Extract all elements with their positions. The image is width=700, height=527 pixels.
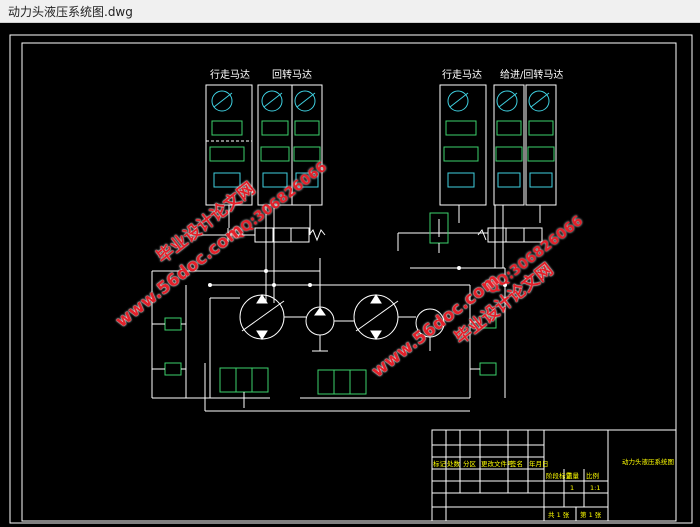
tb-label-change-doc: 更改文件号	[481, 459, 514, 468]
main-pump-right	[353, 294, 399, 340]
hydraulic-schematic: 行走马达 回转马达 行走马达 给进/回转马达	[9, 34, 693, 524]
motor-unit-left-1	[205, 84, 253, 206]
motor-unit-left-3	[291, 84, 323, 206]
label-left-feed-motor: 行走马达	[210, 68, 250, 81]
motor-unit-right-3	[525, 84, 557, 206]
main-pump-left	[239, 294, 285, 340]
pump-small-left	[305, 306, 335, 352]
tb-label-count: 处数	[447, 459, 461, 468]
tb-scale-value: 1:1	[590, 484, 600, 492]
tb-label-stage: 阶段标记	[546, 471, 573, 480]
label-right-feed-motor: 行走马达	[442, 68, 482, 81]
control-valve-bottom-left	[219, 367, 269, 408]
tb-label-scale: 比例	[586, 471, 599, 480]
drawing-border	[21, 42, 677, 522]
tb-label-date: 年月日	[529, 459, 549, 468]
motor-unit-left-2	[257, 84, 293, 206]
cad-viewport[interactable]: 行走马达 回转马达 行走马达 给进/回转马达	[0, 23, 700, 527]
title-block	[431, 429, 677, 522]
label-right-other-motor: 给进/回转马达	[500, 68, 563, 81]
window-titlebar: 动力头液压系统图.dwg	[0, 0, 700, 23]
side-valves-left	[152, 317, 186, 376]
pump-small-right	[415, 308, 445, 351]
tb-drawing-name: 动力头液压系统图	[622, 457, 674, 466]
side-valves-right	[470, 315, 497, 376]
motor-unit-right-2	[493, 84, 525, 206]
label-left-rotary-motor: 回转马达	[272, 68, 312, 81]
window-title: 动力头液压系统图.dwg	[8, 5, 133, 19]
tb-label-sign: 签名	[510, 459, 523, 468]
drawing-frame	[9, 34, 693, 524]
tb-count: 1	[570, 484, 574, 492]
control-valve-bottom-center	[317, 369, 367, 395]
motor-unit-right-1	[439, 84, 487, 206]
tb-label-mark: 标记	[433, 459, 447, 468]
tb-sheet-total: 共 1 张	[548, 510, 570, 519]
directional-valve-right	[477, 227, 543, 243]
tb-sheet-no: 第 1 张	[580, 510, 602, 519]
tb-label-weight: 重量	[566, 472, 580, 480]
tb-label-zone: 分区	[463, 459, 477, 468]
relief-valve-center	[429, 212, 449, 253]
